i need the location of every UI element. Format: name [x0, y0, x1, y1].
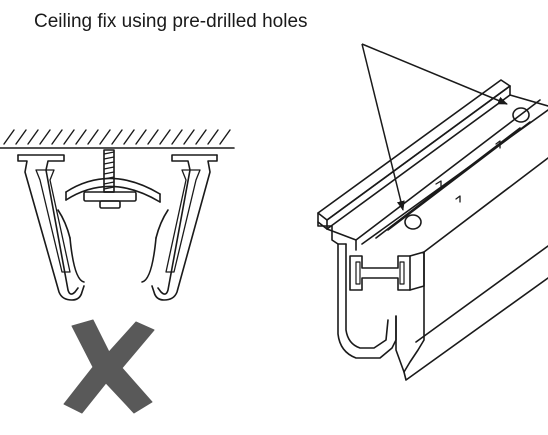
profile-side-wall: [395, 157, 548, 381]
profile-left-wall: [17, 154, 85, 301]
cross-icon: [63, 319, 155, 414]
hole-icon: [404, 214, 422, 230]
slot-details: [435, 140, 501, 203]
pointer-arrows: [361, 43, 508, 211]
arrow-to-rear-hole: [361, 43, 508, 105]
ceiling-surface: [0, 129, 235, 149]
profile-top-surface: [326, 94, 548, 251]
profile-inner-hooks: [57, 209, 169, 283]
profile-arch: [65, 177, 161, 203]
incorrect-mounting-illustration: [0, 129, 235, 301]
pre-drilled-holes: [404, 107, 530, 230]
hole-icon: [512, 107, 530, 123]
profile-3d-illustration: [317, 79, 548, 381]
arrow-to-front-hole: [361, 43, 405, 211]
screw-head: [83, 191, 137, 209]
profile-right-wall: [151, 154, 218, 301]
caption-label: Ceiling fix using pre-drilled holes: [34, 11, 308, 32]
profile-front-section: [317, 221, 425, 359]
